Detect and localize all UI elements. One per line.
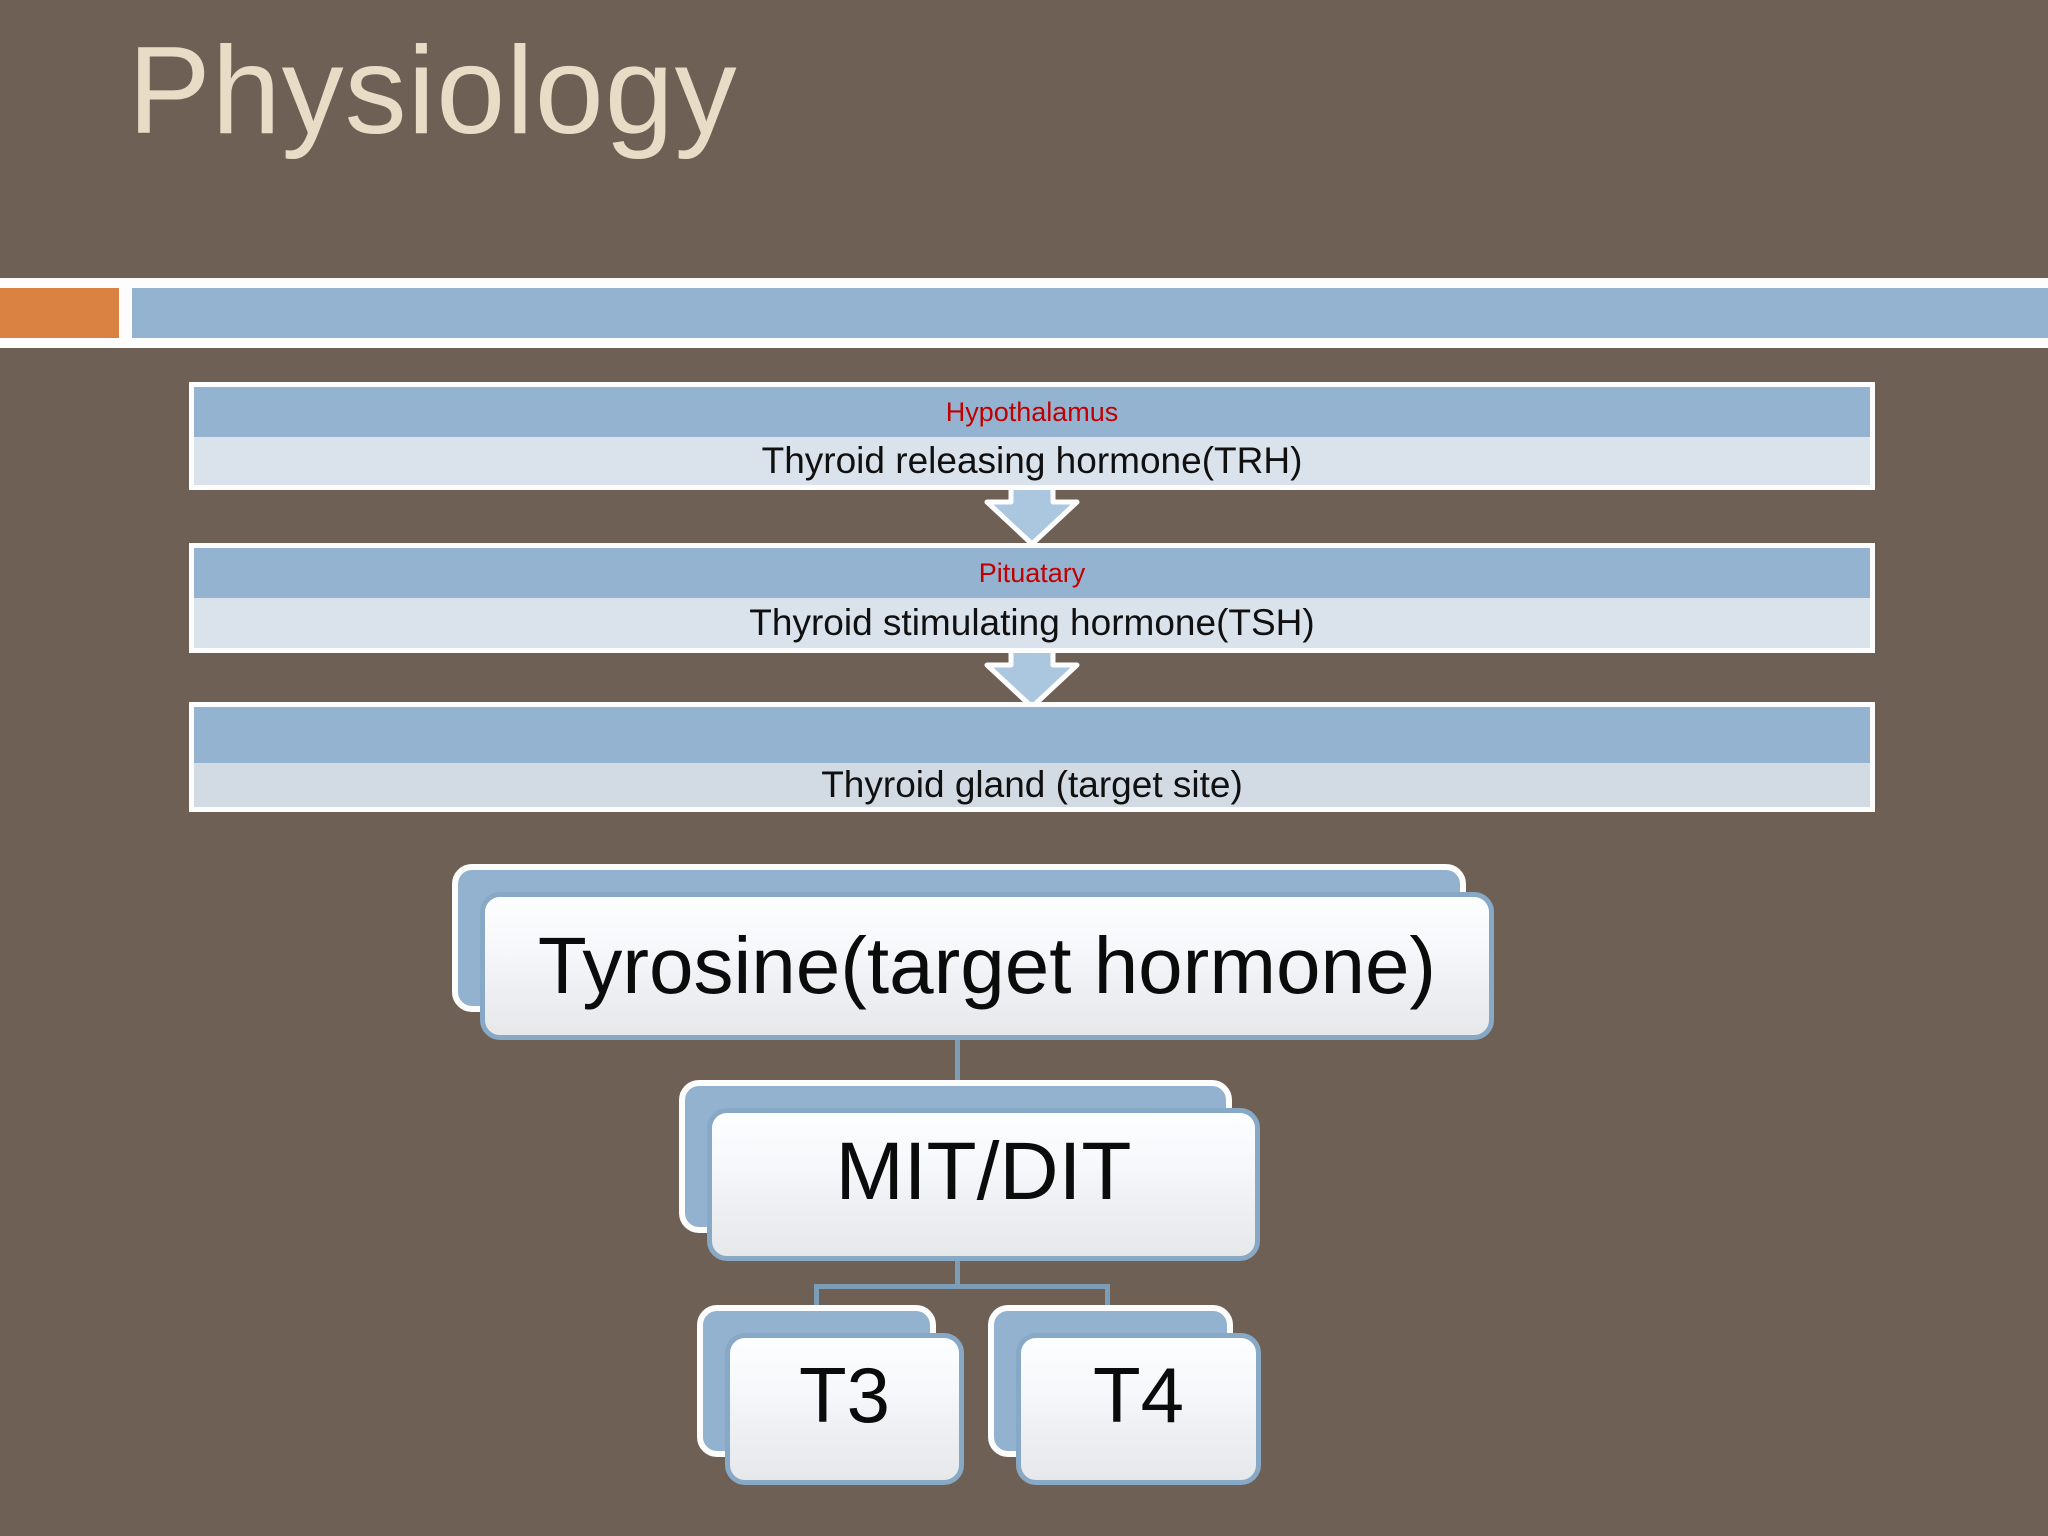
node-tyrosine-front-panel: Tyrosine(target hormone) <box>480 892 1494 1040</box>
flow-box-hypothalamus-sublabel: Thyroid releasing hormone(TRH) <box>761 440 1303 481</box>
node-t3-label: T3 <box>798 1351 891 1439</box>
node-t3-front-panel: T3 <box>725 1333 964 1485</box>
accent-blue-bar <box>132 288 2048 338</box>
flow-box-hypothalamus-label: Hypothalamus <box>945 396 1119 427</box>
connector-mitdit-stem <box>955 1258 960 1288</box>
connector-drop-t4 <box>1105 1284 1110 1312</box>
flow-box-thyroid-gland-body: Thyroid gland (target site) <box>194 763 1870 807</box>
connector-tyrosine-to-mitdit <box>955 1036 960 1086</box>
connector-drop-t3 <box>814 1284 819 1312</box>
flow-box-pituatary-label: Pituatary <box>978 557 1086 588</box>
flow-box-pituatary-body: Thyroid stimulating hormone(TSH) <box>194 598 1870 648</box>
page-title: Physiology <box>128 22 738 160</box>
flow-box-hypothalamus-body: Thyroid releasing hormone(TRH) <box>194 437 1870 485</box>
node-mitdit-label: MIT/DIT <box>835 1126 1132 1217</box>
flow-box-pituatary-sublabel: Thyroid stimulating hormone(TSH) <box>749 602 1315 643</box>
accent-strip <box>0 278 2048 348</box>
flow-box-thyroid-gland-header <box>194 707 1870 763</box>
flow-box-thyroid-gland: Thyroid gland (target site) <box>189 702 1875 812</box>
flow-box-thyroid-gland-sublabel: Thyroid gland (target site) <box>821 764 1243 805</box>
down-arrow-icon <box>984 484 1080 547</box>
node-tyrosine: Tyrosine(target hormone) <box>452 864 1494 1040</box>
node-t4-label: T4 <box>1092 1351 1185 1439</box>
flow-box-pituatary-header: Pituatary <box>194 548 1870 598</box>
node-mitdit: MIT/DIT <box>679 1080 1260 1261</box>
node-tyrosine-label: Tyrosine(target hormone) <box>537 921 1437 1010</box>
connector-branch-horizontal <box>814 1284 1110 1289</box>
accent-orange-block <box>0 288 119 338</box>
node-t4-front-panel: T4 <box>1016 1333 1261 1485</box>
flow-box-pituatary: Pituatary Thyroid stimulating hormone(TS… <box>189 543 1875 653</box>
flow-box-hypothalamus: Hypothalamus Thyroid releasing hormone(T… <box>189 382 1875 490</box>
node-t4: T4 <box>988 1305 1261 1485</box>
node-mitdit-front-panel: MIT/DIT <box>707 1108 1260 1261</box>
node-t3: T3 <box>697 1305 964 1485</box>
flow-box-hypothalamus-header: Hypothalamus <box>194 387 1870 437</box>
